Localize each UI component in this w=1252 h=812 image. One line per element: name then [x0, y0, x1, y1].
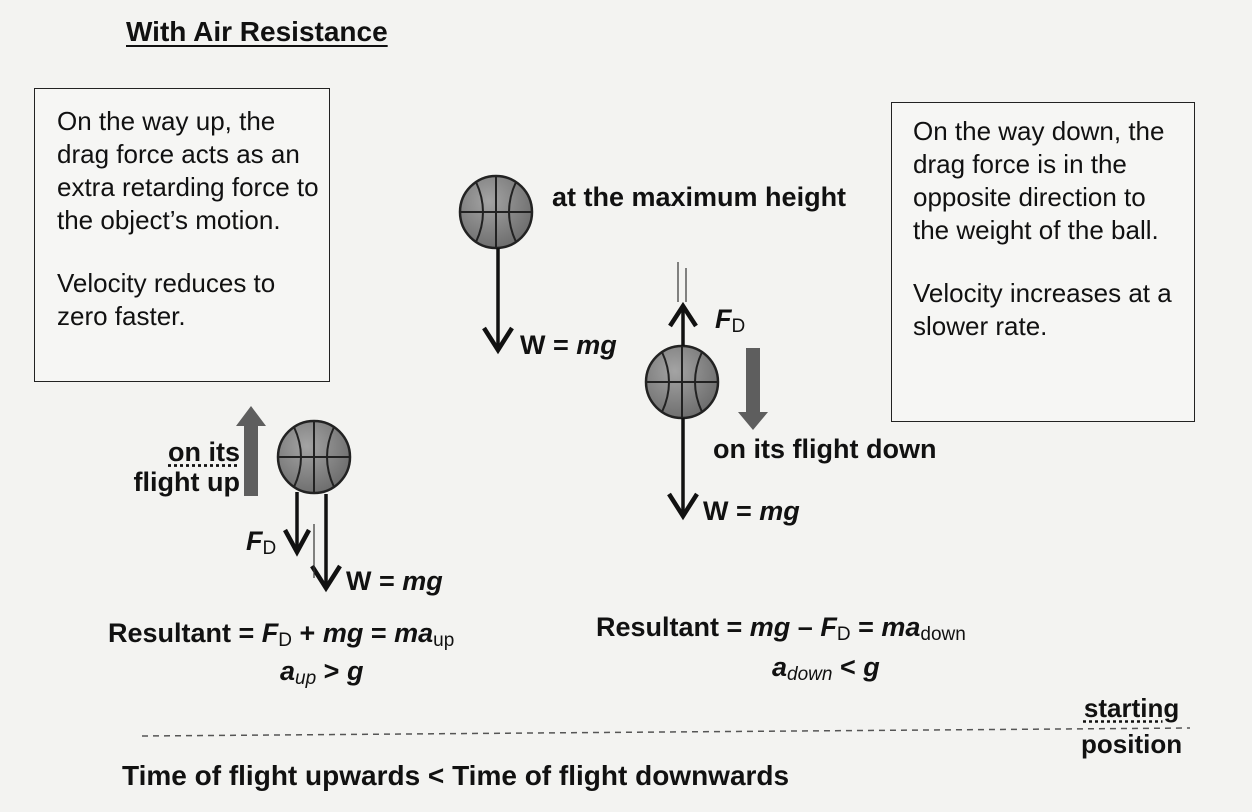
drag-subscript: D	[278, 630, 293, 651]
ball-flight-up	[276, 419, 352, 495]
drag-symbol: F	[715, 304, 732, 334]
right-box-paragraph-2: Velocity increases at a slower rate.	[913, 278, 1172, 341]
equation-term: ma	[394, 618, 434, 648]
summary-statement: Time of flight upwards < Time of flight …	[122, 760, 790, 791]
equation-term: mg	[322, 618, 364, 648]
resultant-equation-up: Resultant = FD + mg = maup	[108, 618, 454, 652]
ball-max-height	[458, 174, 534, 250]
equation-term: ma	[881, 612, 921, 642]
drag-arrow-flight-down	[668, 262, 698, 346]
weight-label-max-height: W = mg	[520, 330, 617, 361]
resultant-equation-down: Resultant = mg – FD = madown	[596, 612, 966, 646]
inequality-down: adown < g	[772, 652, 880, 686]
equation-text: =	[363, 618, 395, 648]
equation-text: Resultant =	[596, 612, 750, 642]
weight-arrow-max-height	[482, 248, 514, 355]
motion-arrow-up	[236, 406, 266, 496]
weight-symbol: mg	[576, 330, 617, 360]
label-flight-down: on its flight down	[713, 434, 936, 464]
label-flight-down-text: on its flight down	[713, 434, 937, 464]
label-maximum-height: at the maximum height	[552, 182, 846, 212]
equation-text: Resultant =	[108, 618, 262, 648]
drag-arrow-flight-up	[283, 492, 311, 557]
inequality-up: aup > g	[280, 656, 363, 690]
equation-subscript: down	[787, 664, 833, 685]
equation-term: a	[280, 656, 296, 686]
drag-subscript: D	[262, 538, 277, 559]
equation-term: mg	[749, 612, 791, 642]
left-box-paragraph-1: On the way up, the drag force acts as an…	[57, 106, 319, 235]
label-starting-line-2: position	[1081, 729, 1183, 759]
equation-subscript: up	[433, 630, 455, 651]
equation-subscript: up	[295, 668, 317, 689]
label-starting-position: starting position	[1081, 690, 1182, 762]
drag-subscript: D	[731, 316, 746, 337]
weight-arrow-flight-up	[310, 494, 342, 593]
ball-flight-down	[644, 344, 720, 420]
starting-position-line	[141, 727, 1191, 737]
weight-prefix: W =	[520, 330, 577, 360]
equation-text: <	[832, 652, 864, 682]
left-explanation-box: On the way up, the drag force acts as an…	[34, 88, 330, 382]
diagram-title: With Air Resistance	[126, 16, 388, 47]
label-flight-up: on its flight up	[124, 437, 240, 497]
equation-term: g	[346, 656, 364, 686]
equation-text: >	[316, 656, 347, 686]
label-flight-up-line-2: flight up	[133, 467, 240, 497]
right-box-paragraph-1: On the way down, the drag force is in th…	[913, 116, 1165, 245]
weight-symbol: mg	[402, 566, 443, 596]
drag-symbol: F	[820, 612, 837, 642]
drag-symbol: F	[261, 618, 279, 648]
drag-label-flight-down: FD	[715, 304, 745, 338]
equation-term: g	[863, 652, 880, 682]
drag-symbol: F	[246, 526, 263, 556]
weight-symbol: mg	[759, 496, 800, 526]
weight-arrow-flight-down	[667, 418, 699, 521]
equation-text: =	[850, 612, 882, 642]
left-box-paragraph-2: Velocity reduces to zero faster.	[57, 268, 276, 331]
equation-text: +	[292, 618, 323, 648]
weight-label-flight-down: W = mg	[703, 496, 800, 527]
weight-prefix: W =	[703, 496, 760, 526]
label-flight-up-line-1: on its	[168, 437, 240, 467]
drag-subscript: D	[836, 624, 851, 645]
equation-subscript: down	[920, 624, 966, 645]
label-starting-line-1: starting	[1083, 693, 1180, 723]
right-explanation-box: On the way down, the drag force is in th…	[891, 102, 1195, 422]
equation-text: –	[790, 612, 821, 642]
equation-term: a	[772, 652, 788, 682]
drag-label-flight-up: FD	[246, 526, 276, 560]
label-maximum-height-text: at the maximum height	[552, 182, 847, 212]
motion-arrow-down	[738, 348, 768, 430]
weight-label-flight-up: W = mg	[346, 566, 443, 597]
weight-prefix: W =	[346, 566, 403, 596]
